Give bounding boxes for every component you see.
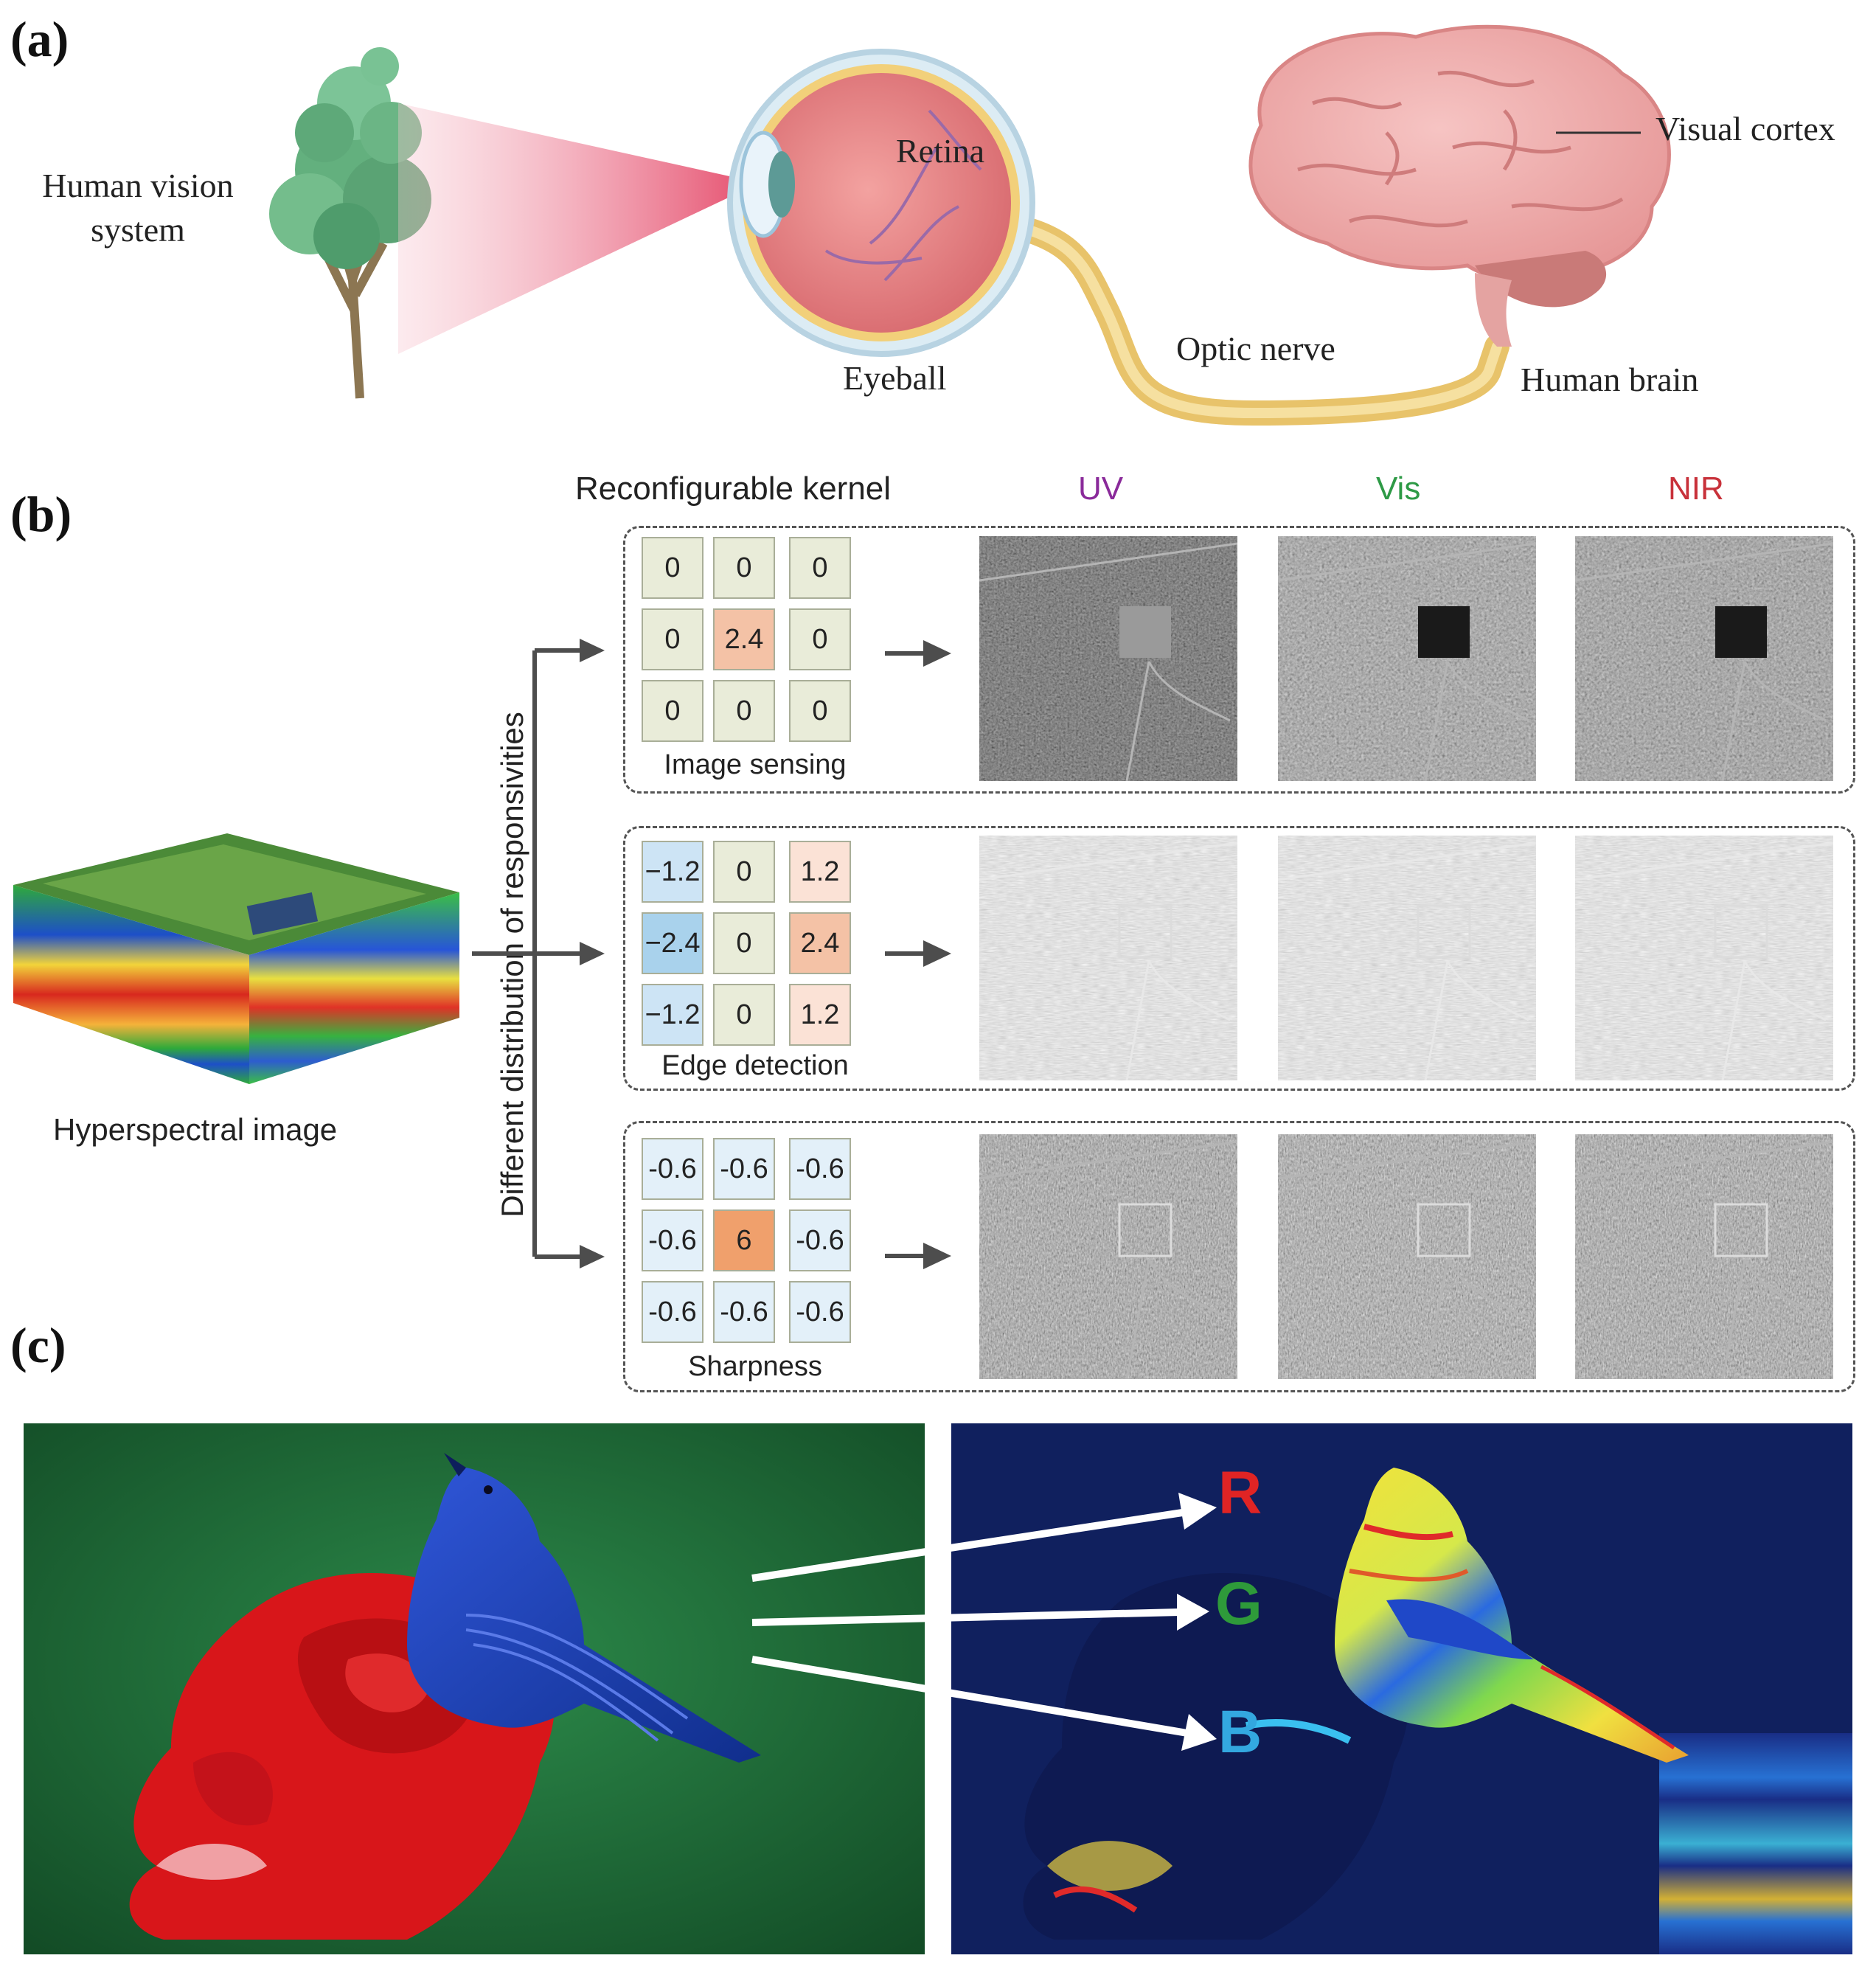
kernel-2-cell-0-0: -0.6 <box>642 1138 704 1200</box>
kernel-caption-image-sensing: Image sensing <box>664 749 847 780</box>
thumb-image-sensing-uv <box>979 536 1237 781</box>
retina-label: Retina <box>896 132 985 170</box>
header-nir: NIR <box>1668 471 1724 507</box>
tree-icon <box>269 47 431 399</box>
kernel-2-cell-2-1: -0.6 <box>713 1281 775 1343</box>
thumb-edge-detection-vis <box>1278 836 1536 1080</box>
kernel-0-cell-0-1: 0 <box>713 537 775 599</box>
human-vision-line2: system <box>91 211 185 249</box>
kernel-0-cell-0-2: 0 <box>789 537 851 599</box>
thumb-sharpness-vis <box>1278 1134 1536 1379</box>
visual-cortex-label: Visual cortex <box>1656 110 1835 147</box>
kernel-1-cell-0-2: 1.2 <box>789 841 851 903</box>
human-vision-line1: Human vision <box>42 167 234 204</box>
kernel-1-cell-1-2: 2.4 <box>789 912 851 974</box>
header-vis: Vis <box>1376 471 1421 507</box>
kernel-1-cell-1-0: −2.4 <box>642 912 704 974</box>
optic-nerve-label: Optic nerve <box>1176 330 1335 367</box>
cube-caption: Hyperspectral image <box>53 1112 338 1147</box>
channel-r-label: R <box>1218 1459 1262 1527</box>
kernel-0-cell-2-1: 0 <box>713 680 775 742</box>
kernel-0-cell-0-0: 0 <box>642 537 704 599</box>
panel-a-label: (a) <box>10 11 69 67</box>
kernel-0-cell-1-2: 0 <box>789 608 851 670</box>
kernel-1-cell-0-1: 0 <box>713 841 775 903</box>
kernel-1-cell-0-0: −1.2 <box>642 841 704 903</box>
thumb-edge-detection-uv <box>979 836 1237 1080</box>
kernel-caption-sharpness: Sharpness <box>688 1351 822 1382</box>
rgb-arrows <box>751 1493 1217 1751</box>
kernel-2-cell-1-0: -0.6 <box>642 1209 704 1271</box>
branch-arrows <box>472 639 951 1269</box>
bird-rose-photo <box>24 1423 925 1954</box>
bird-shape <box>407 1453 761 1763</box>
kernel-0-cell-1-1: 2.4 <box>713 608 775 670</box>
panel-b-label: (b) <box>10 486 72 542</box>
light-beam <box>398 103 760 354</box>
kernel-2-cell-1-1: 6 <box>713 1209 775 1271</box>
false-color-photo <box>951 1423 1852 1954</box>
kernel-0-cell-2-0: 0 <box>642 680 704 742</box>
kernel-2-cell-0-2: -0.6 <box>789 1138 851 1200</box>
eyeball-icon <box>727 49 1035 357</box>
kernel-1-cell-2-2: 1.2 <box>789 984 851 1046</box>
hyperspectral-cube <box>13 833 459 1084</box>
kernel-1-cell-2-0: −1.2 <box>642 984 704 1046</box>
kernel-group-sharpness <box>623 1121 1855 1392</box>
kernel-2-cell-2-0: -0.6 <box>642 1281 704 1343</box>
human-vision-title: Human vision system <box>16 164 260 252</box>
channel-b-label: B <box>1218 1698 1262 1766</box>
kernel-group-edge-detection <box>623 826 1855 1091</box>
panel-c-label: (c) <box>10 1317 66 1373</box>
kernel-0-cell-1-0: 0 <box>642 608 704 670</box>
thumb-image-sensing-nir <box>1575 536 1833 781</box>
heat-bird-shape <box>1335 1468 1689 1763</box>
thumb-sharpness-nir <box>1575 1134 1833 1379</box>
kernel-2-cell-1-2: -0.6 <box>789 1209 851 1271</box>
kernel-1-cell-1-1: 0 <box>713 912 775 974</box>
channel-g-label: G <box>1215 1570 1262 1637</box>
header-kernel: Reconfigurable kernel <box>575 471 892 507</box>
kernel-2-cell-0-1: -0.6 <box>713 1138 775 1200</box>
header-uv: UV <box>1078 471 1124 507</box>
thumb-edge-detection-nir <box>1575 836 1833 1080</box>
kernel-caption-edge-detection: Edge detection <box>661 1050 849 1081</box>
kernel-1-cell-2-1: 0 <box>713 984 775 1046</box>
thumb-sharpness-uv <box>979 1134 1237 1379</box>
eyeball-label: Eyeball <box>843 359 947 397</box>
vision-system-illustration <box>269 24 1671 426</box>
brain-icon <box>1248 24 1671 347</box>
kernel-group-image-sensing <box>623 526 1855 794</box>
thumb-image-sensing-vis <box>1278 536 1536 781</box>
kernel-0-cell-2-2: 0 <box>789 680 851 742</box>
human-brain-label: Human brain <box>1521 361 1699 398</box>
kernel-2-cell-2-2: -0.6 <box>789 1281 851 1343</box>
